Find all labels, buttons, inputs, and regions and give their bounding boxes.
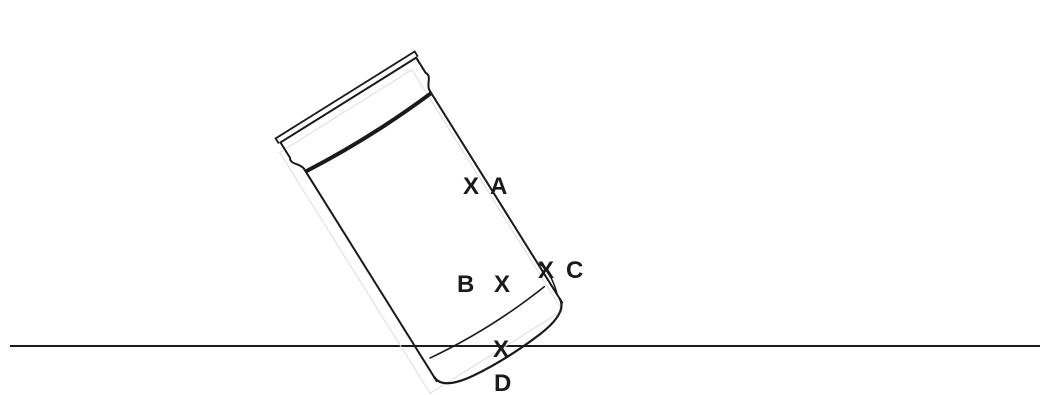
point-c: X C [538,257,583,284]
can-shadow [278,69,564,394]
can-top-lid [279,56,422,150]
can-base-rim [429,285,546,360]
point-b-label: B [457,271,474,298]
point-d-label: D [494,370,511,395]
point-a-label: A [490,173,507,200]
point-c-label: C [566,257,583,284]
can-neck-band [304,91,433,174]
can-base [433,297,563,385]
can-top-rim [274,50,419,144]
point-d-mark: X [493,336,509,363]
point-b-mark: X [494,271,510,298]
point-d: X D [493,336,511,395]
point-c-mark: X [538,257,554,284]
point-b: B X [457,271,510,298]
point-a: X A [463,173,507,200]
can-base-curve [536,261,559,296]
can-body [283,63,564,383]
point-a-mark: X [463,173,479,200]
can-drawing [274,50,564,394]
